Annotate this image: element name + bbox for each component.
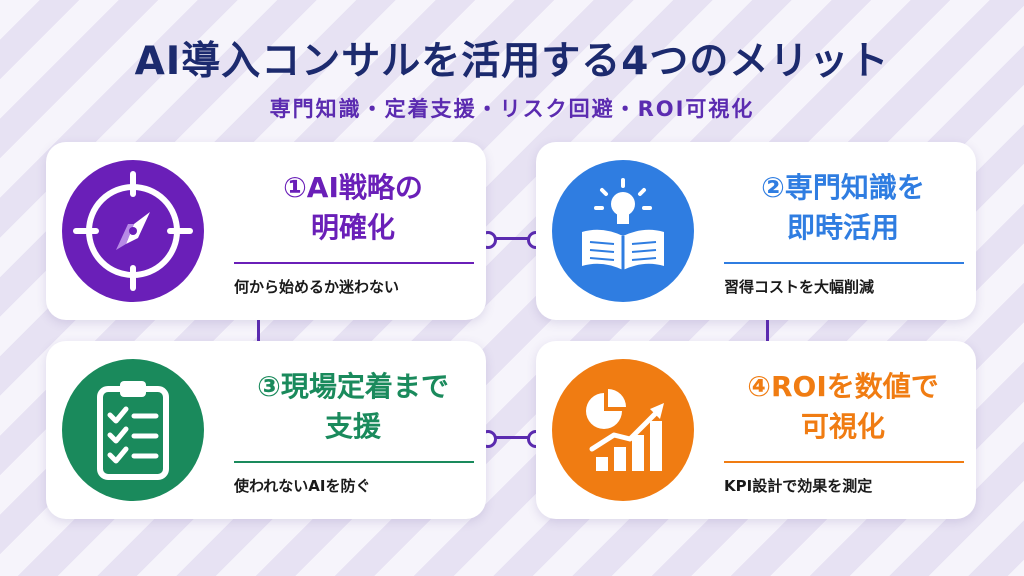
connector-bottom-horizontal [488, 436, 536, 439]
page-subtitle: 専門知識・定着支援・リスク回避・ROI可視化 [269, 97, 755, 121]
benefit-card-2: ②専門知識を 即時活用 習得コストを大幅削減 [536, 142, 976, 320]
card-title-line1: ①AI戦略の [283, 171, 423, 204]
connector-top-horizontal [488, 237, 536, 240]
book-lightbulb-icon [552, 160, 694, 302]
card-title-line2: 明確化 [310, 211, 395, 244]
connector-left-vertical [257, 318, 260, 342]
card-title-line2: 可視化 [800, 410, 885, 443]
card-title-line1: ③現場定着まで [257, 370, 449, 403]
benefit-card-3: ③現場定着まで 支援 使われないAIを防ぐ [46, 341, 486, 519]
card-subtitle: 使われないAIを防ぐ [234, 477, 371, 495]
clipboard-checklist-icon [62, 359, 204, 501]
compass-icon [62, 160, 204, 302]
divider [724, 262, 964, 264]
growth-chart-icon [552, 359, 694, 501]
page-title: AI導入コンサルを活用する4つのメリット [134, 39, 890, 84]
card-subtitle: 何から始めるか迷わない [234, 278, 400, 296]
card-title-line1: ②専門知識を [761, 171, 925, 204]
divider [724, 461, 964, 463]
card-title-line2: 即時活用 [786, 211, 899, 244]
divider [234, 461, 474, 463]
card-title-line1: ④ROIを数値で [747, 370, 939, 403]
card-subtitle: KPI設計で効果を測定 [724, 477, 873, 495]
connector-right-vertical [766, 318, 769, 342]
card-title-line2: 支援 [324, 410, 381, 443]
card-subtitle: 習得コストを大幅削減 [724, 278, 875, 296]
benefit-card-4: ④ROIを数値で 可視化 KPI設計で効果を測定 [536, 341, 976, 519]
divider [234, 262, 474, 264]
benefit-card-1: ①AI戦略の 明確化 何から始めるか迷わない [46, 142, 486, 320]
